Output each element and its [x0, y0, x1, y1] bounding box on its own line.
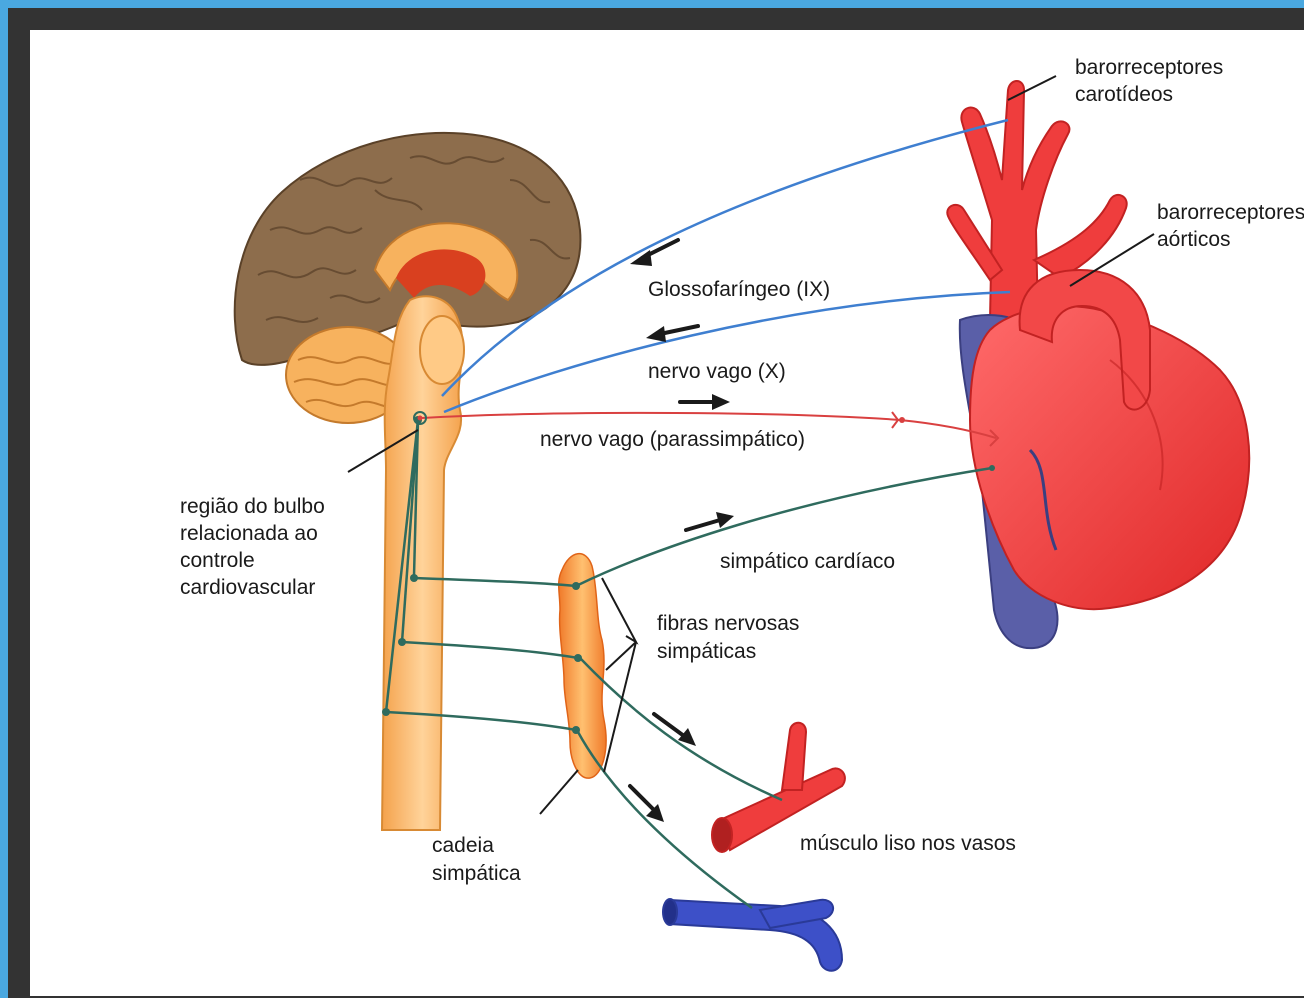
glossopharyngeal-label: Glossofaríngeo (IX) [648, 278, 830, 301]
baroreflex-diagram: barorreceptores carotídeos barorreceptor… [30, 30, 1304, 996]
subclavian-branches [1034, 195, 1127, 278]
heart [947, 81, 1249, 648]
bulbo-label: região do bulbo relacionada ao controle … [180, 495, 331, 599]
brain [235, 133, 581, 830]
vein-vessel [663, 899, 842, 971]
heart-body [970, 306, 1249, 609]
sympathetic-chain [559, 554, 606, 778]
sympathetic-synapses [382, 416, 995, 734]
diagram-canvas: barorreceptores carotídeos barorreceptor… [30, 30, 1304, 996]
vagus-parasympathetic-label: nervo vago (parassimpático) [540, 428, 805, 451]
pons [420, 316, 464, 384]
vagus-label: nervo vago (X) [648, 360, 786, 383]
sympathetic-fibers-label: fibras nervosas simpáticas [657, 612, 805, 663]
sympathetic-chain-label: cadeia simpática [432, 834, 521, 885]
smooth-muscle-label: músculo liso nos vasos [800, 832, 1016, 855]
carotid-label: barorreceptores carotídeos [1075, 56, 1229, 106]
bulbo-center-dot [418, 416, 423, 421]
vagus-ganglion [899, 417, 905, 423]
aortic-label: barorreceptores aórticos [1157, 201, 1304, 251]
cardiac-sympathetic-label: simpático cardíaco [720, 550, 895, 573]
